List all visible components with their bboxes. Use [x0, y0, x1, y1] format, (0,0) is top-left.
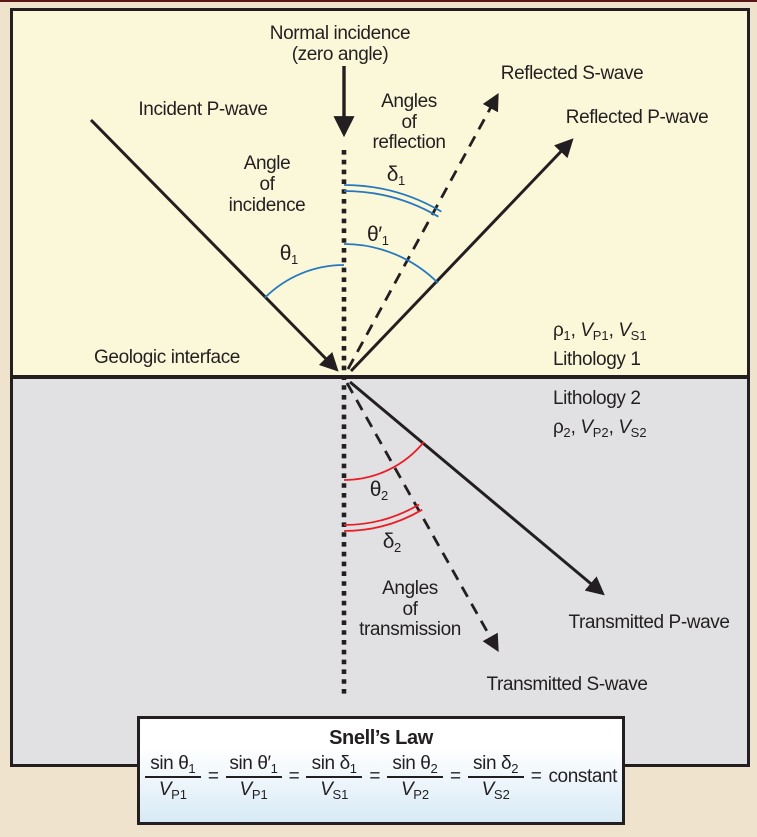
snells-law-box: Snell’s Law sin θ1 VP1 = sin θ′1 VP1 = s…	[137, 716, 625, 825]
reflected-p-wave-label: Reflected P-wave	[565, 107, 709, 128]
angles-of-reflection-label: Angles of reflection	[372, 91, 446, 153]
transmitted-p-ray	[349, 380, 605, 596]
normal-incidence-label: Normal incidence (zero angle)	[269, 23, 411, 65]
incident-p-ray	[89, 118, 339, 372]
angle-of-incidence-label: Angle of incidence	[228, 153, 306, 216]
geologic-interface-label: Geologic interface	[94, 347, 240, 368]
fraction-sin-theta1-over-vp1: sin θ1 VP1	[144, 752, 201, 801]
fraction-sin-theta1-prime-over-vp1: sin θ′1 VP1	[225, 752, 282, 801]
lithology2-label: Lithology 2	[553, 388, 641, 409]
theta1-prime-label: θ′1	[366, 223, 390, 248]
theta1-arc	[264, 264, 345, 299]
theta2-arc	[343, 441, 425, 481]
delta1-arc-inner	[343, 190, 439, 218]
transmitted-p-wave-label: Transmitted P-wave	[568, 612, 730, 633]
transmitted-s-ray	[345, 382, 499, 653]
equals-sign: =	[530, 765, 542, 787]
reflected-s-ray	[346, 92, 499, 370]
snells-law-formula: sin θ1 VP1 = sin θ′1 VP1 = sin δ1 VS1 = …	[144, 752, 618, 801]
theta1-label: θ1	[279, 242, 299, 267]
reflected-p-ray	[349, 138, 574, 373]
equals-sign: =	[369, 765, 381, 787]
lithology1-region	[13, 11, 747, 375]
angles-of-transmission-label: Angles of transmission	[359, 578, 461, 640]
transmitted-s-wave-label: Transmitted S-wave	[486, 674, 648, 695]
snells-law-title: Snell’s Law	[329, 727, 433, 749]
geologic-interface-line	[13, 375, 747, 379]
fraction-sin-theta2-over-vp2: sin θ2 VP2	[387, 752, 444, 801]
delta2-arc-outer	[343, 508, 423, 532]
theta2-label: θ2	[369, 478, 389, 503]
top-edge-strip	[0, 0, 757, 2]
constant-label: constant	[548, 765, 618, 787]
fraction-sin-delta1-over-vs1: sin δ1 VS1	[306, 752, 363, 801]
delta2-label: δ2	[382, 530, 402, 555]
lithology2-properties-label: ρ2, VP2, VS2	[553, 417, 647, 440]
theta1-prime-arc	[343, 243, 439, 284]
fraction-sin-delta2-over-vs2: sin δ2 VS2	[467, 752, 524, 801]
equals-sign: =	[288, 765, 300, 787]
equals-sign: =	[450, 765, 461, 787]
incident-p-wave-label: Incident P-wave	[138, 99, 268, 120]
reflected-s-wave-label: Reflected S-wave	[500, 63, 644, 84]
lithology1-label: Lithology 1	[553, 349, 641, 370]
delta1-label: δ1	[386, 163, 406, 188]
delta2-arc-inner	[343, 503, 420, 526]
equals-sign: =	[207, 765, 219, 787]
delta1-arc-outer	[343, 184, 442, 213]
lithology1-properties-label: ρ1, VP1, VS1	[553, 320, 647, 343]
